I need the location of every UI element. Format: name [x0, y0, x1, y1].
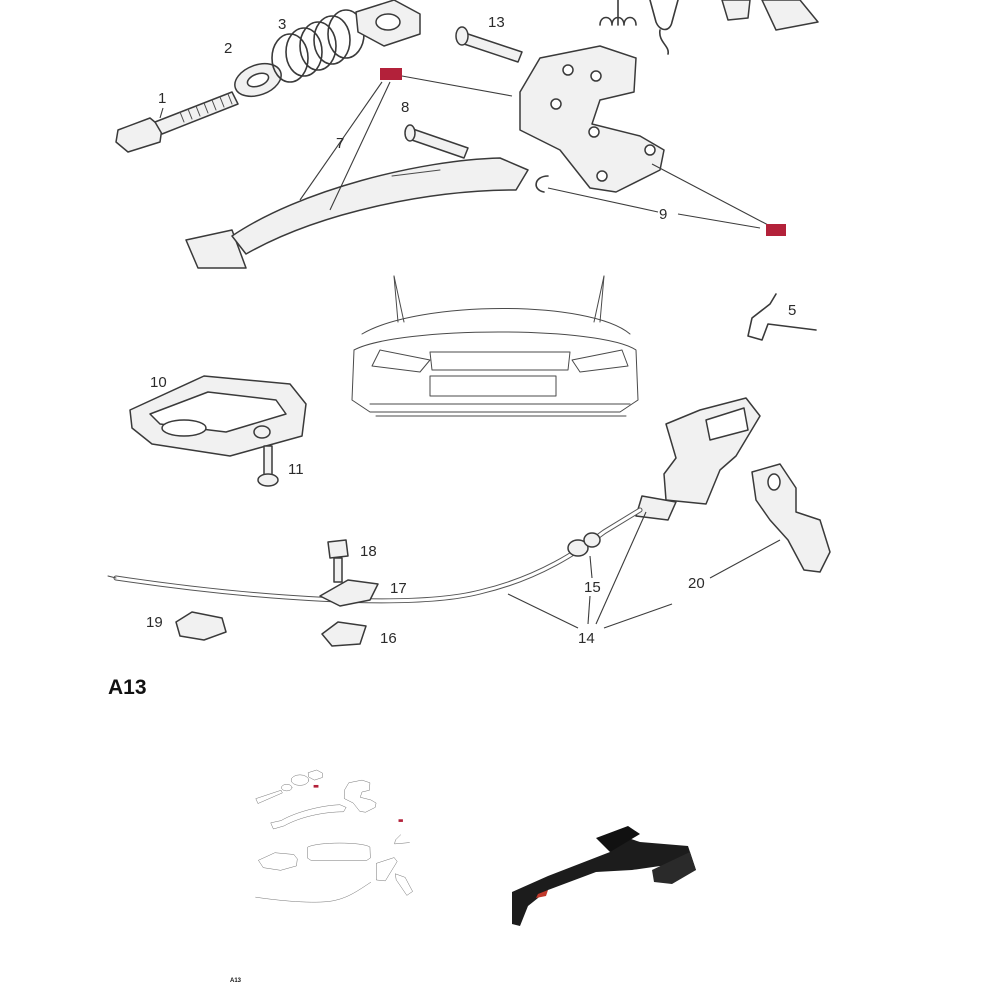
callout-20: 20 — [688, 575, 705, 592]
bracket-part-17 — [319, 579, 379, 607]
leader-1 — [159, 107, 164, 119]
pin-part-13 — [455, 26, 523, 63]
leader-g2 — [651, 163, 771, 227]
marker-icon — [766, 224, 786, 236]
leader-14a — [507, 593, 579, 629]
bracket-part — [519, 45, 665, 193]
hood-latch-part-20 — [751, 463, 831, 573]
callout-15: 15 — [584, 579, 601, 596]
callout-10: 10 — [150, 374, 167, 391]
callout-14: 14 — [578, 630, 595, 647]
car-front-illustration — [351, 275, 639, 417]
leader-14b — [587, 595, 591, 625]
clip-part-19 — [175, 611, 227, 641]
callout-17: 17 — [390, 580, 407, 597]
pin-part-8 — [404, 124, 469, 159]
leader-15 — [589, 555, 593, 579]
spring-clip-part-5 — [747, 293, 817, 341]
tray-part-10 — [129, 375, 307, 457]
leader-g1 — [401, 75, 513, 97]
callout-3: 3 — [278, 16, 286, 33]
callout-13: 13 — [488, 14, 505, 31]
leader-14c — [595, 511, 647, 625]
washer-part-2 — [234, 62, 282, 98]
leader-9a — [547, 187, 659, 213]
springs-top — [599, 0, 819, 55]
leader-14d — [603, 603, 673, 629]
callout-2: 2 — [224, 40, 232, 57]
callout-18: 18 — [360, 543, 377, 560]
clip-part-16 — [321, 621, 367, 647]
lever-photo — [512, 826, 696, 926]
callout-9: 9 — [659, 206, 667, 223]
callout-8: 8 — [401, 99, 409, 116]
callout-11: 11 — [288, 461, 304, 478]
leader-20 — [709, 539, 781, 579]
callout-1: 1 — [158, 90, 166, 107]
leader-7b — [329, 81, 391, 211]
callout-16: 16 — [380, 630, 397, 647]
thumbnail-diagram — [255, 769, 413, 903]
clip-part-9 — [535, 175, 549, 193]
leader-7a — [299, 81, 383, 201]
release-handle-part — [635, 397, 761, 521]
thumbnail-id-label: A13 — [230, 978, 242, 984]
lever-part-7 — [185, 157, 529, 269]
bolt-part-1 — [115, 91, 239, 153]
diagram-id-label: A13 — [108, 676, 147, 699]
callout-7: 7 — [336, 135, 344, 152]
nut-part — [355, 0, 421, 47]
callout-5: 5 — [788, 302, 796, 319]
grommet-part-15 — [567, 532, 601, 557]
bolt-part-18 — [327, 539, 349, 583]
callout-19: 19 — [146, 614, 163, 631]
marker-icon — [380, 68, 402, 80]
leader-9b — [677, 213, 761, 229]
screw-part-11 — [257, 445, 279, 487]
